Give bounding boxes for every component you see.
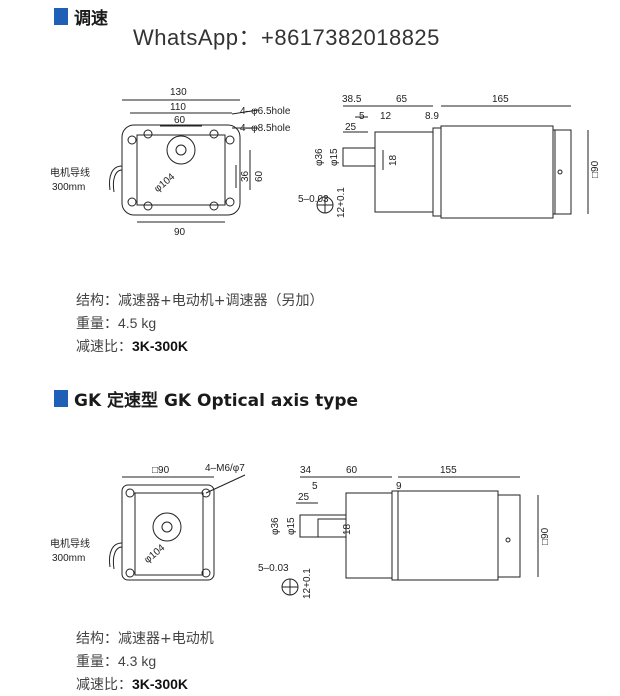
side-view-motor	[316, 125, 572, 219]
dim-9: 9	[396, 481, 402, 492]
dim-60-top: 60	[174, 115, 186, 126]
dim-25: 25	[298, 492, 310, 503]
whatsapp-watermark: WhatsApp：+8617382018825	[133, 25, 440, 50]
spec-structure: 结构：减速器+电动机+调速器（另加）	[76, 293, 324, 309]
spec-ratio: 减速比：3K-300K	[76, 676, 189, 693]
dim-18: 18	[342, 523, 353, 535]
dim-38-5: 38.5	[342, 94, 362, 105]
dim-5: 5	[359, 111, 365, 122]
dim-phi15: φ15	[286, 517, 297, 535]
dim-60: 60	[346, 465, 358, 476]
dim-65: 65	[396, 94, 408, 105]
shaft-key: 5–0.03	[258, 563, 289, 574]
wire-label: 电机导线	[50, 166, 90, 179]
spec-weight: 重量：4.5 kg	[76, 315, 157, 332]
dim-phi36: φ36	[270, 517, 281, 535]
section2-drawing: □90 φ104 4–M6/φ7 电机导线 300mm 34 60 155 5 …	[50, 463, 551, 599]
wire-length: 300mm	[52, 182, 85, 193]
dim-phi15: φ15	[329, 148, 340, 166]
dim-square90: □90	[540, 527, 551, 545]
section2-title: GK 定速型 GK Optical axis type	[74, 391, 359, 411]
dim-36: 36	[240, 170, 251, 182]
dim-8-9: 8.9	[425, 111, 439, 122]
dim-60-side: 60	[254, 170, 265, 182]
dim-phi104: φ104	[142, 542, 167, 566]
dim-130: 130	[170, 87, 187, 98]
dim-165: 165	[492, 94, 509, 105]
dim-25: 25	[345, 122, 357, 133]
dim-90-bottom: 90	[174, 227, 186, 238]
shaft-key: 5–0.03	[298, 194, 329, 205]
dim-18: 18	[388, 154, 399, 166]
dim-phi36: φ36	[314, 148, 325, 166]
spec-ratio: 减速比：3K-300K	[76, 338, 189, 355]
section-marker-icon	[54, 390, 68, 407]
hole-spec-m6: 4–M6/φ7	[205, 463, 245, 474]
hole-spec-6-5: 4–φ6.5hole	[240, 106, 291, 117]
side-view-motor	[281, 490, 521, 596]
shaft-height: 12+0.1	[336, 187, 347, 218]
wire-length: 300mm	[52, 553, 85, 564]
section2-specs: 结构：减速器+电动机 重量：4.3 kg 减速比：3K-300K	[76, 628, 214, 696]
dim-square90-front: □90	[152, 465, 170, 476]
hole-spec-8-5: 4–φ8.5hole	[240, 123, 291, 134]
section-marker-icon	[54, 8, 68, 25]
dim-110: 110	[170, 102, 186, 113]
dim-phi104: φ104	[152, 171, 177, 195]
dim-12: 12	[380, 111, 392, 122]
section2-heading: GK 定速型 GK Optical axis type	[54, 386, 358, 411]
dim-5: 5	[312, 481, 318, 492]
dim-square90: □90	[590, 160, 601, 178]
section1-drawing: 130 110 60 90 36 60 φ104 4–φ6.5hole 4–φ8…	[50, 87, 601, 238]
dim-34: 34	[300, 465, 312, 476]
spec-structure: 结构：减速器+电动机	[76, 631, 214, 647]
section1-title: 调速	[74, 9, 108, 29]
section1-specs: 结构：减速器+电动机+调速器（另加） 重量：4.5 kg 减速比：3K-300K	[76, 290, 323, 358]
shaft-height: 12+0.1	[302, 568, 313, 599]
section1-heading: 调速	[54, 4, 108, 29]
dim-155: 155	[440, 465, 457, 476]
front-view-flange	[109, 124, 241, 216]
front-view-flange	[109, 484, 215, 581]
spec-weight: 重量：4.3 kg	[76, 653, 157, 670]
wire-label: 电机导线	[50, 537, 90, 550]
